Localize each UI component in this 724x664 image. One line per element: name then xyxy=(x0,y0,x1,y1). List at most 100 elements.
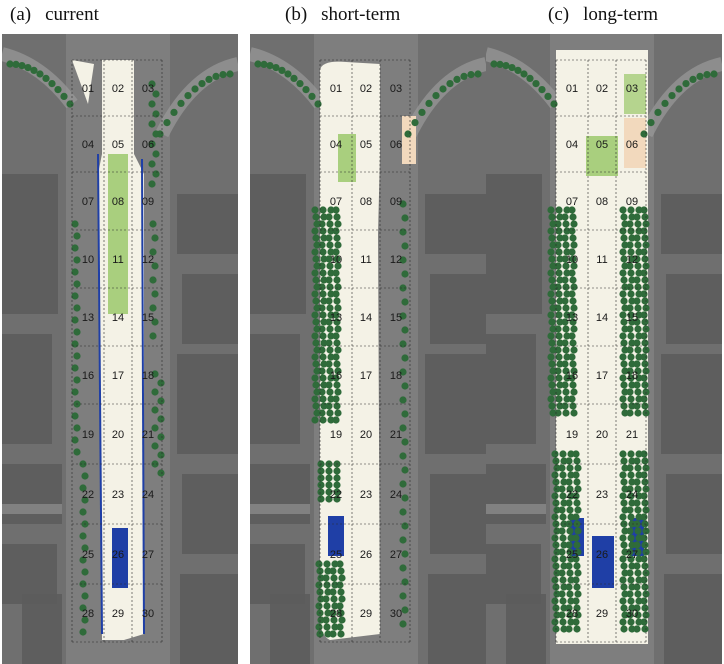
tree-icon xyxy=(318,220,326,228)
cell-label-17: 17 xyxy=(360,370,372,382)
tree-icon xyxy=(474,70,482,78)
tree-icon xyxy=(318,241,326,249)
tree-icon xyxy=(635,374,643,382)
cell-label-14: 14 xyxy=(112,312,124,324)
tree-icon xyxy=(81,496,89,504)
tree-icon xyxy=(554,304,562,312)
tree-icon xyxy=(163,119,171,127)
tree-icon xyxy=(627,353,635,361)
tree-icon xyxy=(573,583,581,591)
tree-icon xyxy=(563,374,571,382)
building-block xyxy=(250,464,310,524)
cell-label-15: 15 xyxy=(626,312,638,324)
tree-icon xyxy=(12,60,20,68)
cell-label-01: 01 xyxy=(330,83,342,95)
tree-icon xyxy=(641,234,649,242)
cell-label-18: 18 xyxy=(626,370,638,382)
tree-icon xyxy=(565,625,573,633)
building-block xyxy=(430,474,486,554)
tree-icon xyxy=(331,560,339,568)
tree-icon xyxy=(635,534,643,542)
cell-label-10: 10 xyxy=(566,254,578,266)
tree-icon xyxy=(327,227,335,235)
tree-icon xyxy=(329,567,337,575)
tree-icon xyxy=(325,467,333,475)
tree-icon xyxy=(621,241,629,249)
cell-label-22: 22 xyxy=(82,489,94,501)
tree-icon xyxy=(628,541,636,549)
cell-label-27: 27 xyxy=(626,549,638,561)
tree-icon xyxy=(399,564,407,572)
tree-icon xyxy=(317,616,325,624)
road-west xyxy=(486,504,546,514)
cell-label-17: 17 xyxy=(112,370,124,382)
tree-icon xyxy=(290,74,298,82)
tree-icon xyxy=(555,206,563,214)
tree-icon xyxy=(324,588,332,596)
tree-icon xyxy=(555,290,563,298)
tree-icon xyxy=(668,92,676,100)
tree-icon xyxy=(149,248,157,256)
tree-icon xyxy=(562,367,570,375)
cell-label-13: 13 xyxy=(330,312,342,324)
tree-icon xyxy=(333,474,341,482)
tree-icon xyxy=(627,248,635,256)
tree-icon xyxy=(570,220,578,228)
tree-icon xyxy=(561,255,569,263)
tree-icon xyxy=(399,508,407,516)
tree-icon xyxy=(635,395,643,403)
tree-icon xyxy=(640,248,648,256)
tree-icon xyxy=(152,90,160,98)
tree-icon xyxy=(555,395,563,403)
cell-label-04: 04 xyxy=(566,139,578,151)
tree-icon xyxy=(549,262,557,270)
tree-icon xyxy=(560,541,568,549)
tree-icon xyxy=(621,485,629,493)
cell-label-21: 21 xyxy=(626,429,638,441)
tree-icon xyxy=(79,484,87,492)
tree-icon xyxy=(79,556,87,564)
tree-icon xyxy=(626,388,634,396)
tree-icon xyxy=(635,206,643,214)
tree-icon xyxy=(619,227,627,235)
tree-icon xyxy=(554,388,562,396)
tree-icon xyxy=(337,609,345,617)
tree-icon xyxy=(151,460,159,468)
tree-icon xyxy=(621,346,629,354)
tree-icon xyxy=(157,451,165,459)
tree-icon xyxy=(621,262,629,270)
tree-icon xyxy=(547,290,555,298)
lawn-icon xyxy=(586,136,618,176)
tree-icon xyxy=(71,388,79,396)
tree-icon xyxy=(682,80,690,88)
tree-icon xyxy=(81,472,89,480)
tree-icon xyxy=(312,339,320,347)
tree-icon xyxy=(626,241,634,249)
tree-icon xyxy=(569,318,577,326)
water-icon xyxy=(592,536,614,588)
cell-label-30: 30 xyxy=(626,608,638,620)
tree-icon xyxy=(640,227,648,235)
tree-icon xyxy=(151,442,159,450)
tree-icon xyxy=(562,220,570,228)
tree-icon xyxy=(318,283,326,291)
tree-icon xyxy=(551,618,559,626)
tree-icon xyxy=(453,75,461,83)
panel-a-title: current xyxy=(45,4,99,25)
tree-icon xyxy=(619,311,627,319)
tree-icon xyxy=(559,597,567,605)
tree-icon xyxy=(569,213,577,221)
tree-icon xyxy=(30,66,38,74)
tree-icon xyxy=(628,457,636,465)
tree-icon xyxy=(559,492,567,500)
tree-icon xyxy=(634,346,642,354)
building-block xyxy=(425,354,486,454)
tree-icon xyxy=(401,522,409,530)
tree-icon xyxy=(311,332,319,340)
panel-b-title: short-term xyxy=(321,4,401,25)
tree-icon xyxy=(620,297,628,305)
tree-icon xyxy=(333,213,341,221)
tree-icon xyxy=(568,353,576,361)
tree-icon xyxy=(333,339,341,347)
